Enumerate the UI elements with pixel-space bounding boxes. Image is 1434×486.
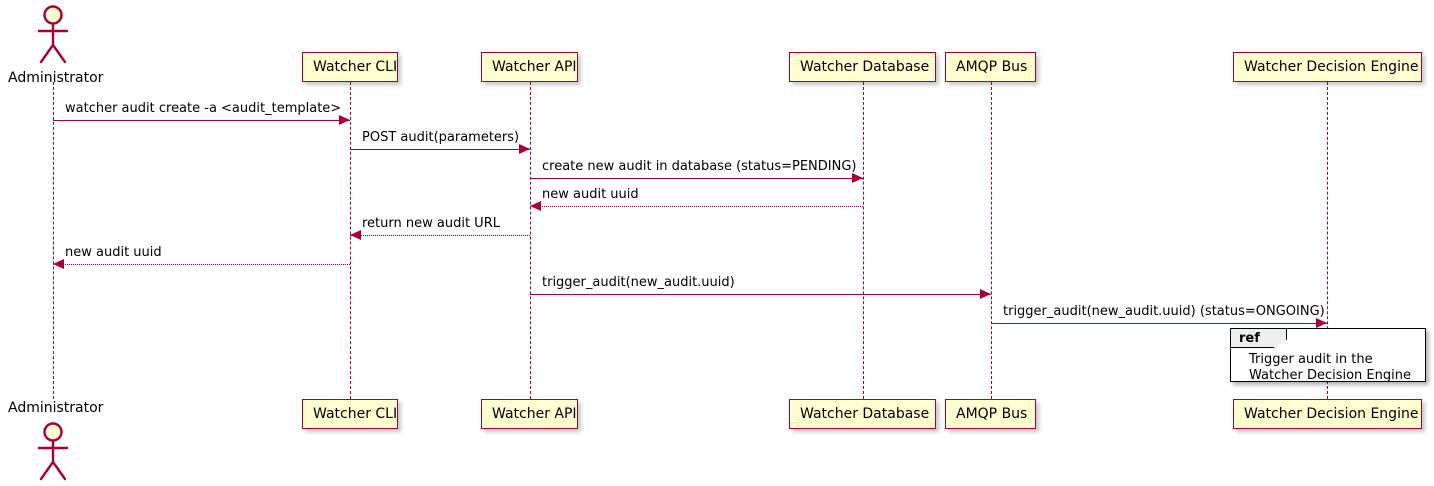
ref-fragment-body-text: Trigger audit in the Watcher Decision En… <box>1249 352 1411 384</box>
message-arrowhead-5 <box>350 230 361 240</box>
message-arrowhead-2 <box>519 144 530 154</box>
message-label-3: create new audit in database (status=PEN… <box>542 159 857 174</box>
lifeline-watcher-api <box>530 82 531 399</box>
message-line-8 <box>991 323 1327 324</box>
message-arrowhead-3 <box>852 173 863 183</box>
message-arrowhead-6 <box>53 259 64 269</box>
actor-label-administrator: Administrator <box>8 70 104 86</box>
lifeline-watcher-cli <box>350 82 351 399</box>
message-line-7 <box>530 294 991 295</box>
actor-figure-administrator <box>31 4 77 70</box>
participant-box-watcher-decision-engine[interactable]: Watcher Decision Engine <box>1233 52 1422 82</box>
participant-box-watcher-database[interactable]: Watcher Database <box>789 52 936 82</box>
message-line-6 <box>53 264 350 265</box>
actor-figure-administrator <box>31 421 77 486</box>
lifeline-administrator <box>53 82 54 399</box>
participant-box-amqp-bus[interactable]: AMQP Bus <box>945 399 1036 429</box>
participant-box-watcher-decision-engine[interactable]: Watcher Decision Engine <box>1233 399 1422 429</box>
message-label-2: POST audit(parameters) <box>362 130 520 145</box>
lifeline-watcher-decision-engine <box>1327 82 1328 399</box>
message-arrowhead-7 <box>980 289 991 299</box>
message-label-4: new audit uuid <box>542 187 639 202</box>
message-arrowhead-4 <box>530 201 541 211</box>
participant-box-watcher-cli[interactable]: Watcher CLI <box>302 52 398 82</box>
message-label-1: watcher audit create -a <audit_template> <box>65 101 342 116</box>
ref-fragment-tab-label: ref <box>1231 329 1287 348</box>
participant-box-amqp-bus[interactable]: AMQP Bus <box>945 52 1036 82</box>
message-line-3 <box>530 178 863 179</box>
message-line-4 <box>530 206 863 207</box>
message-line-1 <box>53 120 350 121</box>
participant-box-watcher-cli[interactable]: Watcher CLI <box>302 399 398 429</box>
message-arrowhead-8 <box>1316 318 1327 328</box>
message-line-5 <box>350 235 530 236</box>
message-label-6: new audit uuid <box>65 245 162 260</box>
lifeline-amqp-bus <box>991 82 992 399</box>
message-arrowhead-1 <box>339 115 350 125</box>
message-line-2 <box>350 149 530 150</box>
participant-box-watcher-api[interactable]: Watcher API <box>481 399 578 429</box>
participant-box-watcher-api[interactable]: Watcher API <box>481 52 578 82</box>
participant-box-watcher-database[interactable]: Watcher Database <box>789 399 936 429</box>
message-label-7: trigger_audit(new_audit.uuid) <box>542 275 735 290</box>
actor-label-administrator: Administrator <box>8 400 104 416</box>
message-label-5: return new audit URL <box>362 216 500 231</box>
message-label-8: trigger_audit(new_audit.uuid) (status=ON… <box>1003 304 1325 319</box>
lifeline-watcher-database <box>863 82 864 399</box>
